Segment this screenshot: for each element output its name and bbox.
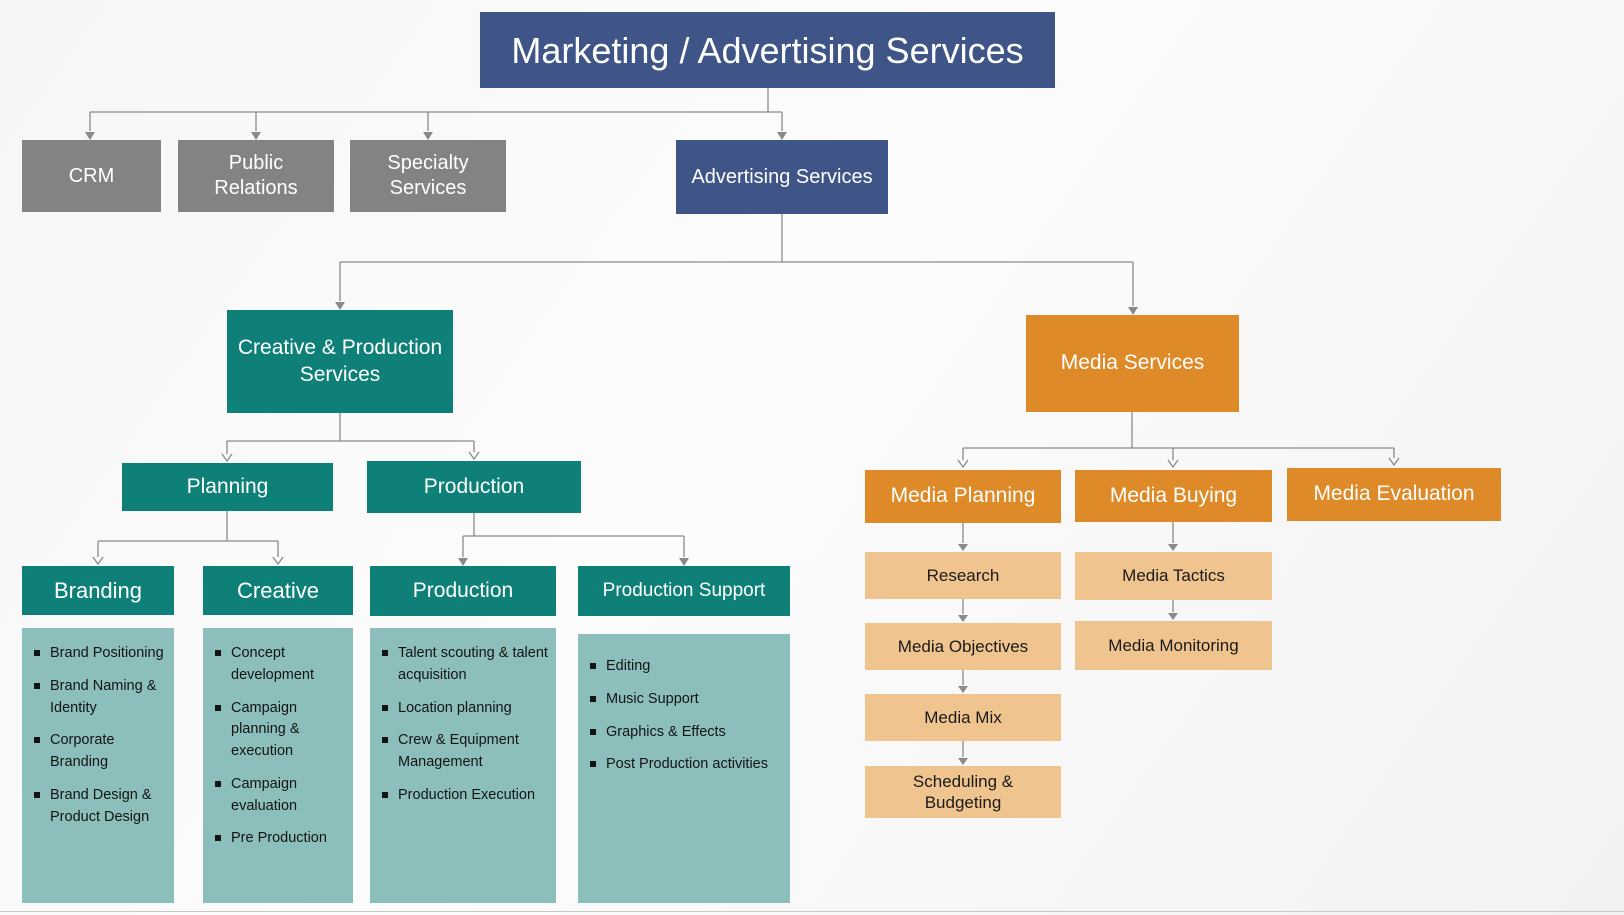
bullet-square-icon [215,835,221,842]
bullet-square-icon [382,704,388,711]
bottom-divider [0,911,1624,912]
node-planning-label: Planning [186,474,269,498]
bullet-square-icon [382,650,388,656]
list-item-label: Crew & Equipment Management [398,732,519,770]
bullet-square-icon [215,780,221,787]
node-media-objectives-label: Media Objectives [897,636,1029,656]
branding-list: Brand Positioning Brand Naming & Identit… [22,628,174,903]
node-media-planning-label: Media Planning [890,484,1036,508]
node-media-tactics: Media Tactics [1075,552,1272,600]
creative-list: Concept development Campaign planning & … [203,628,353,903]
list-item: Concept development [215,643,345,687]
list-item-label: Editing [606,658,651,674]
node-scheduling-budgeting-label: Scheduling & Budgeting [912,771,1014,812]
production-support-list: Editing Music Support Graphics & Effects… [578,634,790,903]
list-item: Production Execution [382,785,548,807]
production-list: Talent scouting & talent acquisition Loc… [370,628,556,903]
node-media-tactics-label: Media Tactics [1122,566,1225,586]
list-item-label: Concept development [231,645,315,683]
bullet-square-icon [34,682,40,689]
bullet-square-icon [590,695,596,702]
list-item: Talent scouting & talent acquisition [382,643,548,687]
bullet-square-icon [34,791,40,798]
list-item: Campaign evaluation [215,774,345,818]
node-media-services-label: Media Services [1060,351,1205,375]
node-media-buying: Media Buying [1075,470,1272,522]
node-root-label: Marketing / Advertising Services [511,29,1024,71]
node-specialty-services-label: Specialty Services [387,152,469,199]
node-production-support-label: Production Support [602,580,766,602]
list-item: Music Support [590,689,782,711]
bullet-square-icon [382,737,388,744]
node-media-monitoring-label: Media Monitoring [1108,635,1239,655]
node-creative: Creative [203,566,353,615]
node-media-services: Media Services [1026,315,1239,412]
bullet-square-icon [34,737,40,744]
list-item-label: Campaign evaluation [231,775,298,814]
node-crm: CRM [22,140,161,212]
node-media-mix: Media Mix [865,694,1061,741]
node-media-evaluation-label: Media Evaluation [1313,482,1475,506]
node-crm-label: CRM [68,164,115,187]
node-production-label: Production [423,474,525,498]
node-creative-production-services: Creative & Production Services [227,310,453,413]
node-root: Marketing / Advertising Services [480,12,1055,88]
node-media-planning: Media Planning [865,470,1061,523]
list-item: Post Production activities [590,754,782,776]
list-item-label: Pre Production [231,830,327,847]
node-research: Research [865,552,1061,599]
node-specialty-services: Specialty Services [350,140,506,212]
list-item: Editing [590,656,782,678]
list-item: Crew & Equipment Management [382,730,548,774]
list-item: Location planning [382,698,548,720]
list-item-label: Post Production activities [606,756,768,773]
list-item-label: Brand Positioning [50,645,164,661]
node-public-relations-label: Public Relations [214,152,298,199]
node-advertising-services-label: Advertising Services [691,165,873,188]
list-item: Graphics & Effects [590,722,782,744]
bullet-square-icon [382,791,388,798]
list-item: Brand Naming & Identity [34,676,166,720]
node-branding-label: Branding [53,577,143,603]
node-production-sub: Production [370,566,556,616]
list-item: Campaign planning & execution [215,698,345,763]
list-item-label: Corporate Branding [50,732,115,770]
node-production-sub-label: Production [412,578,514,602]
list-item-label: Graphics & Effects [606,723,726,740]
bullet-square-icon [215,650,221,656]
list-item-label: Music Support [606,690,699,707]
bullet-square-icon [590,761,596,768]
node-advertising-services: Advertising Services [676,140,888,214]
list-item-label: Brand Design & Product Design [50,786,152,825]
node-production-support: Production Support [578,566,790,616]
list-item: Brand Positioning [34,643,166,665]
node-branding: Branding [22,566,174,615]
node-public-relations: Public Relations [178,140,334,212]
node-planning: Planning [122,463,333,511]
node-media-objectives: Media Objectives [865,623,1061,670]
bullet-square-icon [215,704,221,711]
list-item-label: Talent scouting & talent acquisition [398,645,548,683]
node-scheduling-budgeting: Scheduling & Budgeting [865,766,1061,818]
list-item: Pre Production [215,828,345,850]
node-media-mix-label: Media Mix [924,707,1002,727]
bullet-square-icon [590,728,596,735]
list-item-label: Location planning [398,699,512,716]
node-creative-production-services-label: Creative & Production Services [237,336,443,386]
list-item: Brand Design & Product Design [34,785,166,829]
node-creative-label: Creative [237,577,319,603]
node-research-label: Research [926,565,1000,585]
bullet-square-icon [590,663,596,669]
list-item-label: Production Execution [398,786,536,803]
list-item: Corporate Branding [34,730,166,774]
node-media-monitoring: Media Monitoring [1075,621,1272,670]
node-production: Production [367,461,581,513]
list-item-label: Campaign planning & execution [231,699,300,760]
bullet-square-icon [34,650,40,656]
list-item-label: Brand Naming & Identity [50,677,157,716]
node-media-evaluation: Media Evaluation [1287,468,1501,521]
node-media-buying-label: Media Buying [1109,483,1238,507]
